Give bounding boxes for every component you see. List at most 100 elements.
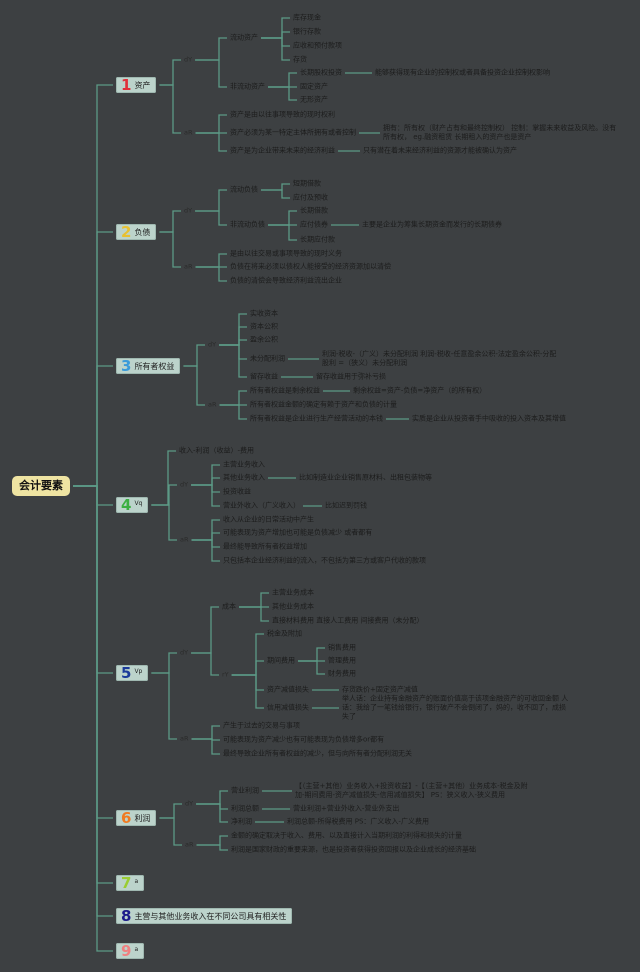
node[interactable]: 销售费用 [328,643,356,652]
node[interactable]: 应收和预付款项 [293,41,342,50]
node[interactable]: 无形资产 [300,95,328,104]
root-topic[interactable]: 会计要素 [12,476,70,496]
node[interactable]: 产生于过去的交易与事项 [223,721,300,730]
node[interactable]: 盈余公积 [250,335,278,344]
node[interactable]: 最终导致企业所有者权益的减少，但与向所有者分配利润无关 [223,749,412,758]
characteristics-node[interactable]: aR [184,128,193,137]
node[interactable]: 资产是为企业带来未来的经济利益 [230,146,335,155]
node[interactable]: 成本 [222,602,236,611]
node[interactable]: 营业利润 [231,786,259,795]
characteristics-node[interactable]: aR [180,734,189,743]
node[interactable]: 其他业务成本 [272,602,314,611]
node[interactable]: 银行存款 [293,27,321,36]
note[interactable]: 比如迟到罚钱 [325,501,367,510]
node[interactable]: 所有者权益是企业进行生产经营活动的本钱 [250,414,383,423]
node[interactable]: 资本公积 [250,322,278,331]
node[interactable]: 收入从企业的日常活动中产生 [223,515,314,524]
node[interactable]: 管理费用 [328,656,356,665]
node[interactable]: 最终能导致所有者权益增加 [223,542,307,551]
node[interactable]: 是由以往交易或事项导致的现时义务 [230,249,342,258]
node[interactable]: 投资收益 [223,487,251,496]
node[interactable]: 长期应付款 [300,235,335,244]
node[interactable]: 长期借款 [300,206,328,215]
node[interactable]: 留存收益 [250,372,278,381]
connector-line [195,266,227,282]
node[interactable]: 信用减值损失 [267,703,309,712]
node[interactable]: 库存现金 [293,13,321,22]
note[interactable]: 只有潜在着未来经济利益的资源才能被确认为资产 [363,146,517,155]
node[interactable]: 长期股权投资 [300,68,342,77]
classification-node[interactable]: dY [184,206,193,215]
characteristics-node[interactable]: aR [208,400,217,409]
node[interactable]: 财务费用 [328,669,356,678]
node[interactable]: 资产是由以往事项导致的现时权利 [230,110,335,119]
expense-node[interactable]: rY [222,670,229,679]
note[interactable]: 剩余权益=资产-负债=净资产（的所有权） [353,386,487,395]
node[interactable]: 资产减值损失 [267,685,309,694]
formula-node[interactable]: 收入-利润（收益）-费用 [179,446,255,455]
node[interactable]: 非流动资产 [230,82,265,91]
note[interactable]: 利润-税收-（广义）未分配利润 利润-税收-任意盈余公积-法定盈余公积-分配股利… [322,350,557,367]
note[interactable]: 举人话：企业持有金融资产的账面价值高于该项金融资产的可收回金额 人话：我给了一笔… [342,694,569,721]
node[interactable]: 净利润 [231,817,252,826]
note[interactable]: 营业利润+营业外收入-营业外支出 [293,804,400,813]
classification-node[interactable]: dY [180,648,189,657]
characteristics-node[interactable]: aR [184,262,193,271]
characteristics-node[interactable]: aR [180,535,189,544]
node[interactable]: 其他业务收入 [223,473,265,482]
node[interactable]: 利润是国家财政的重要来源，也是投资者获得投资回报以及企业成长的经济基础 [231,845,476,854]
node[interactable]: 负债的清偿会导致经济利益流出企业 [230,276,342,285]
node[interactable]: 所有者权益是剩余权益 [250,386,320,395]
node[interactable]: 营业外收入（广义收入） [223,501,300,510]
node[interactable]: 流动负债 [230,185,258,194]
node[interactable]: 税金及附加 [267,629,302,638]
characteristics-node[interactable]: aR [185,840,194,849]
number-badge: 7 [121,874,132,892]
node[interactable]: 流动资产 [230,33,258,42]
node[interactable]: 所有者权益金额的确定有赖于资产和负债的计量 [250,400,397,409]
node[interactable]: 可能表现为资产增加也可能是负债减少 或者都有 [223,528,373,537]
node[interactable]: 主营业务收入 [223,460,265,469]
note[interactable]: 实质是企业从投资者手中吸收的投入资本及其增值 [412,414,566,423]
node[interactable]: 资产必须为某一特定主体所拥有或者控制 [230,128,356,137]
classification-node[interactable]: dY [180,480,189,489]
node[interactable]: 实收资本 [250,309,278,318]
node[interactable]: 应付及预收 [293,193,328,202]
node[interactable]: 期间费用 [267,656,295,665]
node[interactable]: 直接材料费用 直接人工费用 间接费用（未分配） [272,616,424,625]
node[interactable]: 存货 [293,55,307,64]
connector-line [195,253,227,268]
note[interactable]: 能够获得现有企业的控制权或者具备投资企业控制权影响 [375,68,550,77]
note[interactable]: 主要是企业为筹集长期资金而发行的长期债券 [362,220,502,229]
node[interactable]: 非流动负债 [230,220,265,229]
node[interactable]: 固定资产 [300,82,328,91]
note[interactable]: 留存收益用于弥补亏损 [316,372,386,381]
node[interactable]: 金额的确定取决于收入、费用、以及直接计入当期利润的利得和损失的计量 [231,831,462,840]
node[interactable]: 只包括本企业经济利益的流入，不包括为第三方或客户代收的款项 [223,556,426,565]
classification-node[interactable]: dY [185,799,194,808]
note[interactable]: 利润总额-所得税费用 PS：广义收入-广义费用 [287,817,429,826]
node[interactable]: 可能表现为资产减少也有可能表现为负债增多or都有 [223,735,385,744]
note[interactable]: 存货跌价+固定资产减值 [342,685,418,694]
node[interactable]: 负债在将来必须以债权人能接受的经济资源加以清偿 [230,262,391,271]
node[interactable]: 应付债券 [300,220,328,229]
node[interactable]: 主营业务成本 [272,588,314,597]
classification-node[interactable]: dY [208,340,217,349]
note[interactable]: 拥有：所有权（财产占有和最终控制权） 控制：掌握未来收益及风险。没有所有权， e… [383,124,617,141]
note[interactable]: 比如制造业企业销售原材料、出租包装物等 [299,473,432,482]
connector-line [268,224,297,241]
classification-node[interactable]: dY [184,55,193,64]
note[interactable]: 【（主营+其他）业务收入+投资收益】-【（主营+其他）业务成本-税金及附加-期间… [295,782,528,799]
node[interactable]: 未分配利润 [250,354,285,363]
node[interactable]: 短期借款 [293,179,321,188]
node[interactable]: 利润总额 [231,804,259,813]
